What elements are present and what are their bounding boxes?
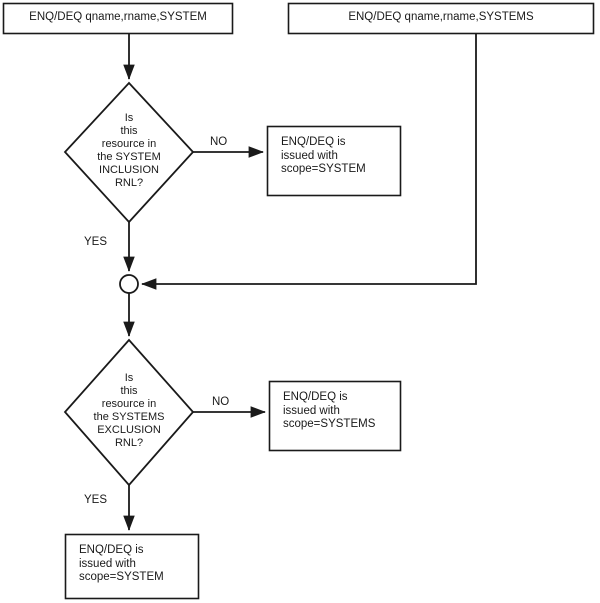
decision-inclusion-shape[interactable] <box>63 81 195 224</box>
decision-exclusion-shape[interactable] <box>63 338 195 487</box>
edge-label-exclusion-yes: YES <box>84 494 108 506</box>
edge-label-inclusion-no: NO <box>210 136 228 148</box>
result-scope-system-top-box-shape[interactable] <box>266 125 402 197</box>
merge-junction-shape[interactable] <box>119 274 139 294</box>
edge-start-systems-to-merge <box>141 34 477 290</box>
start-systems-box-shape[interactable] <box>287 2 595 35</box>
start-system-box-shape[interactable] <box>2 2 234 35</box>
result-scope-systems-box-shape[interactable] <box>268 380 402 452</box>
edge-label-exclusion-no: NO <box>212 396 230 408</box>
result-scope-system-bottom-box-shape[interactable] <box>64 533 200 600</box>
edge-label-inclusion-yes: YES <box>84 236 108 248</box>
